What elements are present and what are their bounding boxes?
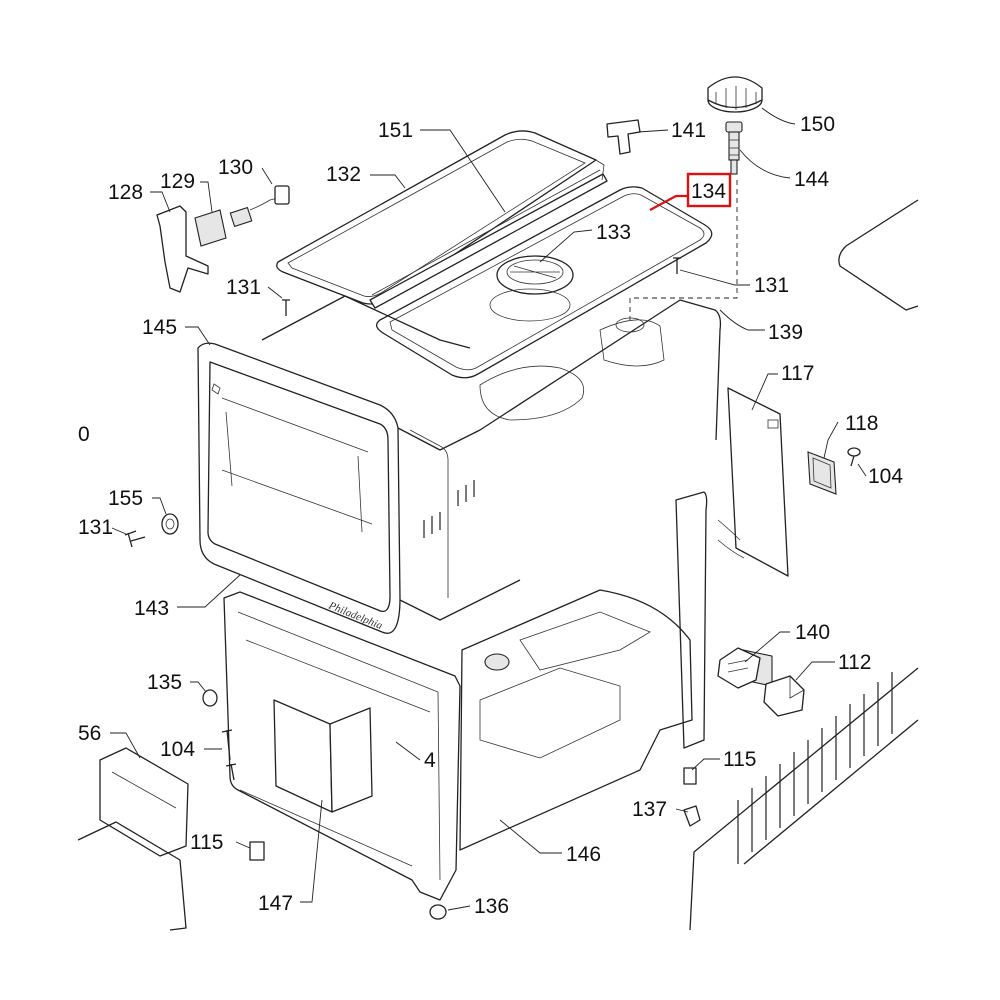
part-104-screws-left [221,729,237,781]
callout-labels: 150 141 151 144 130 132 129 128 134 133 … [78,113,903,918]
leader-118 [823,421,839,459]
leader-136 [447,905,471,911]
callout-0: 0 [78,423,90,446]
callout-129: 129 [160,170,195,193]
callout-131-cover: 131 [754,274,789,297]
leader-135 [190,681,207,693]
callout-134: 134 [691,180,726,203]
highlight-box-134 [686,172,732,208]
part-145-front-frame: Philadelphia [197,342,401,634]
leader-137 [675,808,689,813]
callout-145: 145 [142,316,177,339]
leader-139 [719,309,765,331]
callout-56: 56 [78,722,101,745]
callout-118: 118 [845,412,878,435]
part-131-screw-cover [673,257,681,274]
callout-117: 117 [781,362,814,385]
part-155-grommet [161,513,179,535]
leader-131-left [111,527,127,535]
leader-141 [637,129,669,133]
leader-151 [420,129,506,213]
part-115-clip-left [249,841,265,861]
callout-147: 147 [258,892,293,915]
leader-131-top [267,286,283,299]
part-137-clip [683,805,701,827]
callout-112: 112 [838,651,871,674]
callout-137: 137 [632,798,667,821]
leader-117 [751,373,778,411]
highlight-leader-134 [649,194,688,211]
leader-130 [261,167,273,185]
leader-112 [795,661,835,681]
leader-133 [539,229,593,263]
part-main-housing [261,295,722,621]
part-133-lid [489,255,574,322]
part-128-bracket [156,205,209,293]
part-136-foot [429,904,447,920]
leader-143 [177,574,241,608]
part-141-clip [606,119,641,155]
leader-115-left [235,841,251,849]
part-56-drip-holder [77,747,189,931]
part-144-valve [725,121,743,175]
leader-155 [152,497,167,515]
part-151-rail [369,159,608,309]
leader-115-right [691,758,720,771]
leader-129 [200,181,213,213]
callout-141: 141 [671,119,706,142]
callout-144: 144 [794,168,829,191]
leader-4 [395,741,421,761]
part-139-guide [629,180,738,320]
callout-139: 139 [768,321,803,344]
part-146-base-tray [459,491,708,851]
leader-140 [744,631,790,663]
leader-150 [761,107,796,125]
part-117-circuit-board [717,387,789,687]
part-131-screw-left [124,530,146,548]
leader-104-right [857,463,867,477]
callout-131-left: 131 [78,516,113,539]
callout-132: 132 [326,163,361,186]
part-150-knob [707,76,763,113]
callout-130: 130 [218,156,253,179]
part-134-top-cover [376,186,713,379]
callout-115-right: 115 [723,748,756,771]
leader-144 [739,149,791,179]
highlight-134 [649,172,732,211]
callout-115-left: 115 [190,831,223,854]
callout-104-right: 104 [868,465,903,488]
leader-56 [110,732,141,759]
callout-140: 140 [795,621,830,644]
leader-145 [185,326,211,346]
part-112-switch [763,675,805,717]
callout-135: 135 [147,671,182,694]
callout-104-left: 104 [160,738,195,761]
leader-147 [300,799,323,903]
part-131-screw-top [282,299,290,316]
callout-146: 146 [566,843,601,866]
leader-146 [499,819,562,854]
leader-128 [150,191,171,213]
part-side-panel-right [689,199,919,931]
part-115-clip-right [683,767,697,785]
callout-128: 128 [108,181,143,204]
leader-lines [110,107,867,911]
callout-151: 151 [378,119,413,142]
part-104-screw-right [847,447,861,467]
callout-155: 155 [108,487,143,510]
callout-143: 143 [134,597,169,620]
part-118-cover-plate [807,451,837,495]
leader-131-cover [679,269,750,286]
part-129-pad [194,209,227,247]
callout-131-top: 131 [226,276,261,299]
callout-136: 136 [474,895,509,918]
leader-132 [370,174,406,189]
callout-133: 133 [596,221,631,244]
part-135-ring [202,689,218,707]
part-130-cable [229,185,290,228]
part-147-inner-panel [273,699,373,813]
callout-4: 4 [424,749,436,772]
callout-150: 150 [800,113,835,136]
